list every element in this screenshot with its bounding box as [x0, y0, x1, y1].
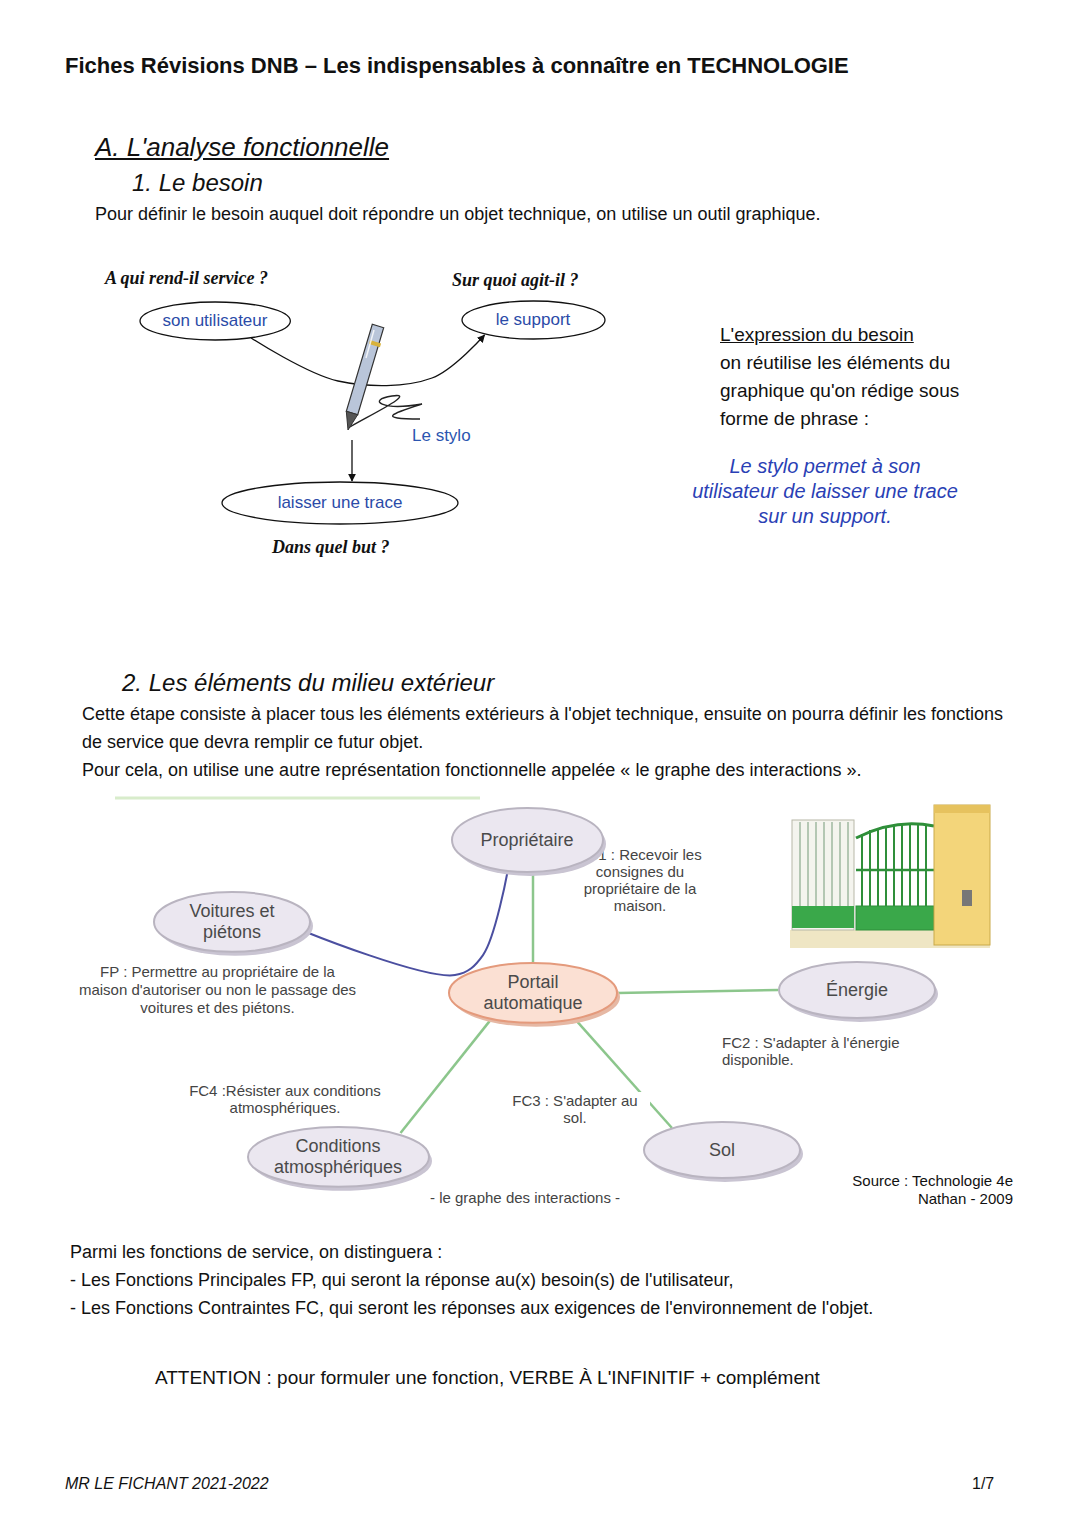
note-text: on réutilise les éléments du graphique q…	[720, 349, 995, 433]
node-label: Propriétaire	[480, 830, 573, 851]
connector	[351, 440, 352, 481]
need-ellipse: le support	[461, 300, 606, 340]
function-label: FP : Permettre au propriétaire de la mai…	[75, 963, 360, 1017]
paragraph: Parmi les fonctions de service, on disti…	[70, 1241, 1060, 1264]
pen-figure: Le stylo	[322, 318, 472, 456]
node-label: laisser une trace	[278, 493, 403, 513]
need-ellipse: laisser une trace	[221, 481, 459, 525]
connector	[401, 1017, 494, 1133]
page-number: 1/7	[972, 1474, 994, 1494]
subsection-heading: 2. Les éléments du milieu extérieur	[122, 668, 494, 698]
question-label: Dans quel but ?	[272, 536, 390, 559]
section-heading: A. L'analyse fonctionnelle	[95, 131, 389, 164]
node-label: Voitures et piétons	[177, 901, 287, 942]
interaction-ellipse: Sol	[642, 1120, 802, 1180]
figure-caption: - le graphe des interactions -	[430, 1189, 620, 1208]
node-label: Portail automatique	[473, 972, 593, 1013]
function-label: FC4 :Résister aux conditions atmosphériq…	[160, 1082, 410, 1116]
connector	[532, 873, 535, 962]
paragraph: Pour cela, on utilise une autre représen…	[82, 756, 1017, 784]
interaction-ellipse: Propriétaire	[450, 806, 605, 874]
function-label: FC2 : S'adapter à l'énergie disponible.	[722, 1034, 967, 1068]
interaction-ellipse: Portail automatique	[447, 961, 619, 1025]
paragraph: Cette étape consiste à placer tous les é…	[82, 700, 1017, 756]
connector	[306, 872, 508, 975]
paragraph: Pour définir le besoin auquel doit répon…	[95, 203, 1055, 226]
subsection-heading: 1. Le besoin	[132, 168, 263, 198]
list-item: - Les Fonctions Contraintes FC, qui sero…	[70, 1297, 1060, 1320]
node-label: Sol	[709, 1140, 735, 1161]
interaction-ellipse: Voitures et piétons	[152, 890, 312, 954]
footer-author: MR LE FICHANT 2021-2022	[65, 1474, 269, 1494]
need-ellipse: son utilisateur	[139, 301, 291, 341]
interaction-ellipse: Énergie	[777, 960, 937, 1020]
connector	[618, 990, 778, 993]
decor-line	[115, 797, 480, 800]
warning-note: ATTENTION : pour formuler une fonction, …	[155, 1366, 1055, 1390]
node-label: Énergie	[826, 980, 888, 1001]
node-label: son utilisateur	[163, 311, 268, 331]
question-label: Sur quoi agit-il ?	[452, 269, 579, 292]
note-heading: L'expression du besoin	[720, 323, 914, 347]
gate-illustration	[790, 805, 990, 948]
need-statement: Le stylo permet à son utilisateur de lai…	[685, 454, 965, 529]
source-note: Source : Technologie 4e Nathan - 2009	[828, 1172, 1013, 1208]
list-item: - Les Fonctions Principales FP, qui sero…	[70, 1269, 1060, 1292]
node-label: le support	[496, 310, 571, 330]
function-label: FC3 : S'adapter au sol.	[500, 1092, 650, 1126]
question-label: A qui rend-il service ?	[105, 267, 268, 290]
node-label: Le stylo	[412, 426, 471, 446]
page-title: Fiches Révisions DNB – Les indispensable…	[65, 52, 849, 80]
node-label: Conditions atmosphériques	[273, 1136, 403, 1177]
interaction-ellipse: Conditions atmosphériques	[246, 1125, 431, 1189]
